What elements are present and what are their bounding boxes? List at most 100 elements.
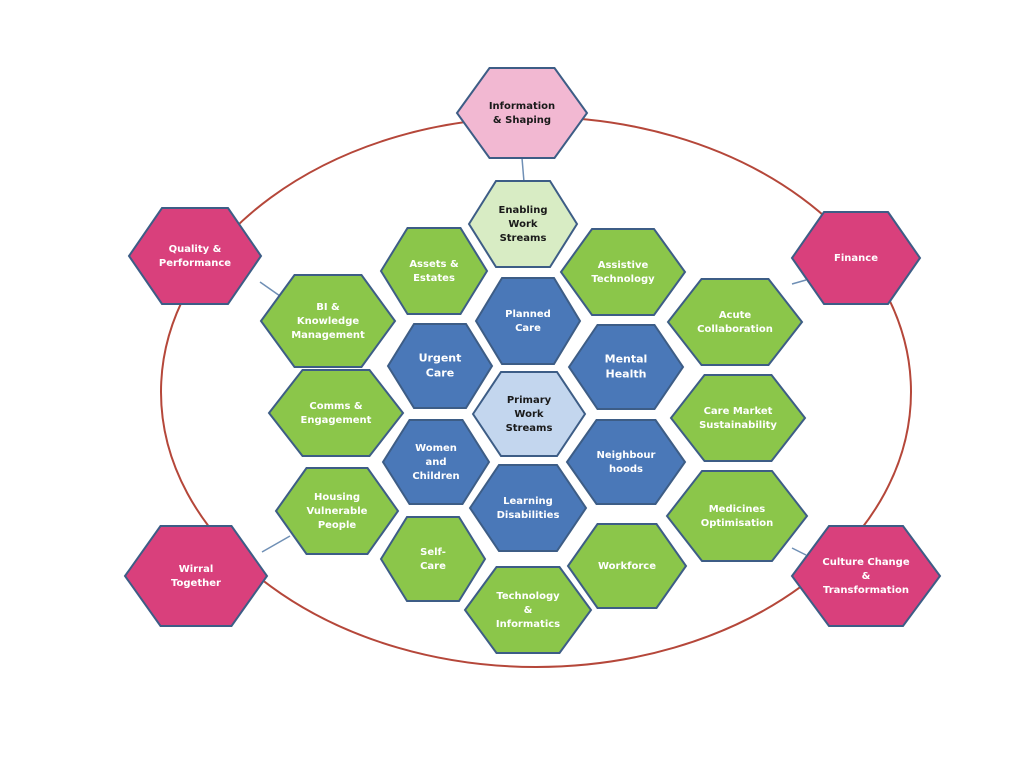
hex-information-shaping: Information& Shaping: [455, 67, 589, 159]
hex-label-line: and: [425, 457, 446, 468]
hex-label-line: Estates: [413, 273, 455, 284]
hex-self-care: Self- Care: [379, 516, 487, 602]
hex-label-line: Acute: [719, 310, 752, 321]
hex-assets-estates: Assets & Estates: [379, 227, 489, 315]
hex-shape: [566, 523, 688, 609]
hex-label-line: Streams: [506, 423, 553, 434]
hex-label-line: BI &: [316, 302, 340, 313]
hex-label-line: People: [318, 520, 357, 531]
hex-label-line: Wirral: [179, 564, 214, 575]
hex-label-line: Performance: [159, 258, 231, 269]
hex-shape: [381, 419, 491, 505]
hex-label-line: Informatics: [496, 619, 560, 630]
hex-technology-informatics: Technology & Informatics: [463, 566, 593, 654]
hex-label-line: Health: [606, 368, 647, 381]
hex-label-line: Learning: [503, 496, 553, 507]
hex-shape: [379, 516, 487, 602]
hex-label-line: Disabilities: [497, 510, 560, 521]
hex-shape: [666, 278, 804, 366]
hex-label-line: Management: [291, 330, 365, 341]
hex-shape: [463, 566, 593, 654]
hex-label-line: Technology: [591, 274, 655, 285]
hex-label-line: Enabling: [499, 205, 548, 216]
hex-shape: [474, 277, 582, 365]
connector-line-5: [791, 547, 807, 556]
hex-label-line: Children: [412, 471, 459, 482]
hex-label-line: Workforce: [598, 561, 656, 572]
hex-label-line: Together: [171, 578, 221, 589]
hex-shape: [559, 228, 687, 316]
connector-line-1: [521, 157, 525, 183]
hex-label-line: Primary: [507, 395, 552, 406]
hex-shape: [467, 180, 579, 268]
hex-label-line: Work: [514, 409, 543, 420]
hex-label-line: Transformation: [823, 585, 909, 596]
connector-line-2: [259, 281, 281, 297]
hex-neighbourhoods: Neighbour hoods: [565, 419, 687, 505]
hex-shape: [669, 374, 807, 462]
hex-label-line: Knowledge: [297, 316, 360, 327]
hex-label-line: Comms &: [309, 401, 362, 412]
hex-shape: [790, 211, 922, 305]
hex-label-line: &: [862, 571, 871, 582]
hex-shape: [379, 227, 489, 315]
hex-shape: [567, 324, 685, 410]
hex-label-line: Assets &: [409, 259, 459, 270]
hex-label-line: Care: [420, 561, 446, 572]
hex-label-line: Women: [415, 443, 457, 454]
hex-shape: [386, 323, 494, 409]
hex-label-line: Self-: [420, 547, 446, 558]
hex-label-line: Optimisation: [701, 518, 774, 529]
hex-label-line: Vulnerable: [307, 506, 368, 517]
hex-label-line: Quality &: [169, 244, 222, 255]
hex-label-line: Work: [508, 219, 537, 230]
hex-finance: Finance: [790, 211, 922, 305]
hex-label-line: Mental: [605, 352, 648, 365]
hex-shape: [468, 464, 588, 552]
hex-culture-change: Culture Change&Transformation: [790, 525, 942, 627]
hex-shape: [790, 525, 942, 627]
hex-shape: [274, 467, 400, 555]
hex-label-line: Housing: [314, 492, 360, 503]
hex-label-line: Medicines: [709, 504, 766, 515]
hex-label-line: Technology: [496, 591, 560, 602]
hex-label-line: Care Market: [704, 406, 773, 417]
hex-label-line: & Shaping: [493, 115, 551, 126]
hex-label-line: Urgent: [419, 351, 462, 364]
hex-shape: [123, 525, 269, 627]
connector-line-3: [791, 279, 807, 285]
hex-label-line: Engagement: [301, 415, 372, 426]
hex-shape: [267, 369, 405, 457]
hex-shape: [259, 274, 397, 368]
hex-label-line: Care: [515, 323, 541, 334]
hex-quality-performance: Quality & Performance: [127, 207, 263, 305]
hex-label-line: Streams: [500, 233, 547, 244]
connector-lines: [259, 157, 807, 556]
hex-label-line: hoods: [609, 464, 643, 475]
hex-label-line: Neighbour: [597, 450, 656, 461]
hex-label-line: Finance: [834, 253, 878, 264]
hex-label-line: Care: [426, 367, 454, 380]
hex-label-line: Sustainability: [699, 420, 777, 431]
hex-shape: [471, 371, 587, 457]
hex-label-line: Assistive: [598, 260, 649, 271]
hex-shape: [127, 207, 263, 305]
hex-workforce: Workforce: [566, 523, 688, 609]
hex-label-line: &: [524, 605, 533, 616]
